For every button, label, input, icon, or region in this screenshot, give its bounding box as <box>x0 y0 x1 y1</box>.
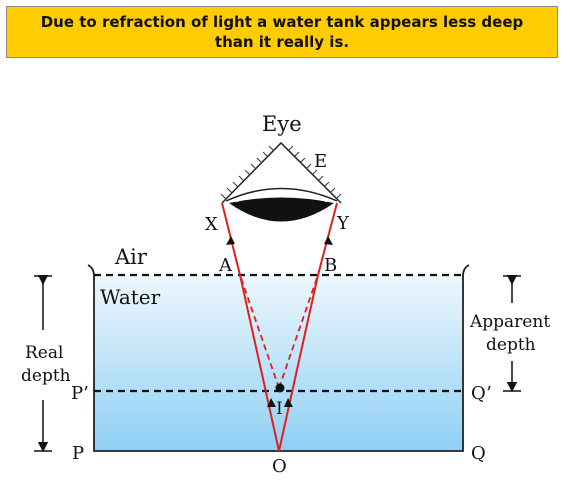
real-depth-arrow <box>34 274 52 453</box>
title-line-1: Due to refraction of light a water tank … <box>40 13 524 31</box>
label-b: B <box>324 255 337 276</box>
label-a: A <box>218 255 233 276</box>
apparent-depth-arrow <box>503 274 521 393</box>
ray-arrow-right-air <box>324 236 333 245</box>
label-p: P <box>72 443 84 464</box>
label-p-prime: P’ <box>71 383 89 404</box>
image-point <box>275 383 285 393</box>
label-x: X <box>205 214 218 235</box>
label-y: Y <box>336 213 350 234</box>
title-line-2: than it really is. <box>214 33 350 51</box>
ray-arrow-left-air <box>226 236 235 245</box>
label-eye: Eye <box>262 112 302 136</box>
ray-arrow-left-water <box>267 398 276 407</box>
label-q: Q <box>471 443 486 464</box>
label-air: Air <box>114 245 148 269</box>
label-o: O <box>272 456 287 477</box>
label-i: I <box>276 399 283 419</box>
label-real-depth-2: depth <box>21 366 71 386</box>
label-real-depth-1: Real <box>25 343 63 363</box>
eye-icon <box>220 141 342 222</box>
water-body <box>94 275 463 451</box>
label-apparent-depth-1: Apparent <box>469 312 550 332</box>
title-banner: Due to refraction of light a water tank … <box>6 6 558 58</box>
label-apparent-depth-2: depth <box>486 335 536 355</box>
ray-ob <box>278 274 319 452</box>
label-q-prime: Q’ <box>471 383 492 404</box>
ray-oa <box>239 274 280 452</box>
label-e: E <box>314 151 327 172</box>
label-water: Water <box>100 285 161 309</box>
ray-arrow-right-water <box>284 398 293 407</box>
